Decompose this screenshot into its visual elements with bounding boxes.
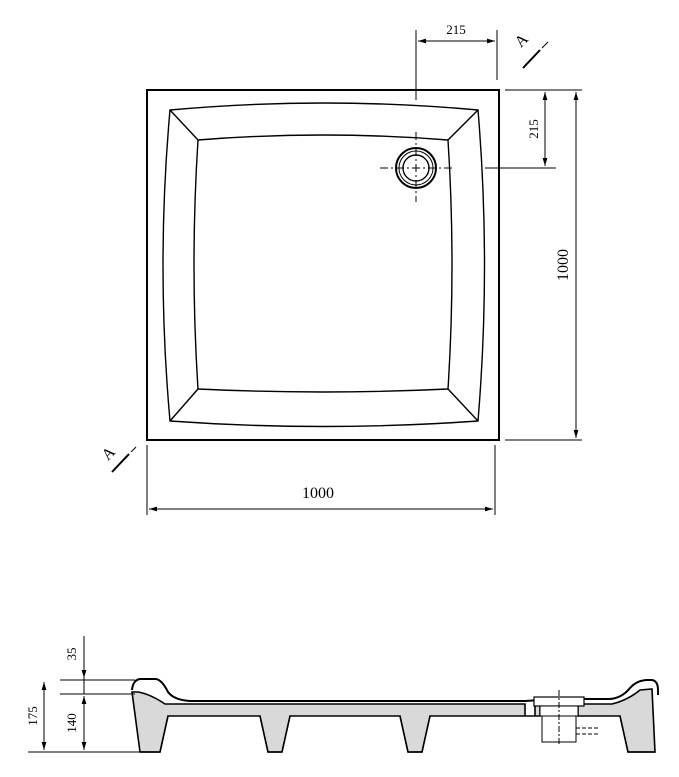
bevel-line	[169, 109, 199, 141]
tray-basin	[193, 134, 453, 393]
tray-outline	[146, 89, 500, 441]
top-view: 1000 1000 215 215 A A	[99, 22, 582, 515]
section-marker-bottom: A	[99, 443, 137, 473]
height-label: 1000	[555, 249, 572, 281]
bevel-line	[447, 109, 479, 141]
drain-x-label: 215	[446, 22, 466, 37]
drain-trap-icon	[533, 690, 598, 746]
base-height-label: 140	[64, 713, 79, 733]
tray-rim	[162, 102, 486, 428]
rim-height-label: 35	[64, 648, 79, 661]
side-view: 175 140 35	[25, 636, 659, 753]
bevel-line	[447, 388, 479, 422]
drain-y-label: 215	[526, 119, 541, 139]
svg-text:A: A	[512, 30, 533, 51]
section-marker-top: A	[512, 30, 549, 69]
bevel-line	[169, 388, 199, 422]
total-height-label: 175	[25, 706, 40, 726]
width-label: 1000	[302, 485, 334, 502]
drain-icon	[380, 132, 454, 202]
svg-text:A: A	[99, 443, 120, 464]
